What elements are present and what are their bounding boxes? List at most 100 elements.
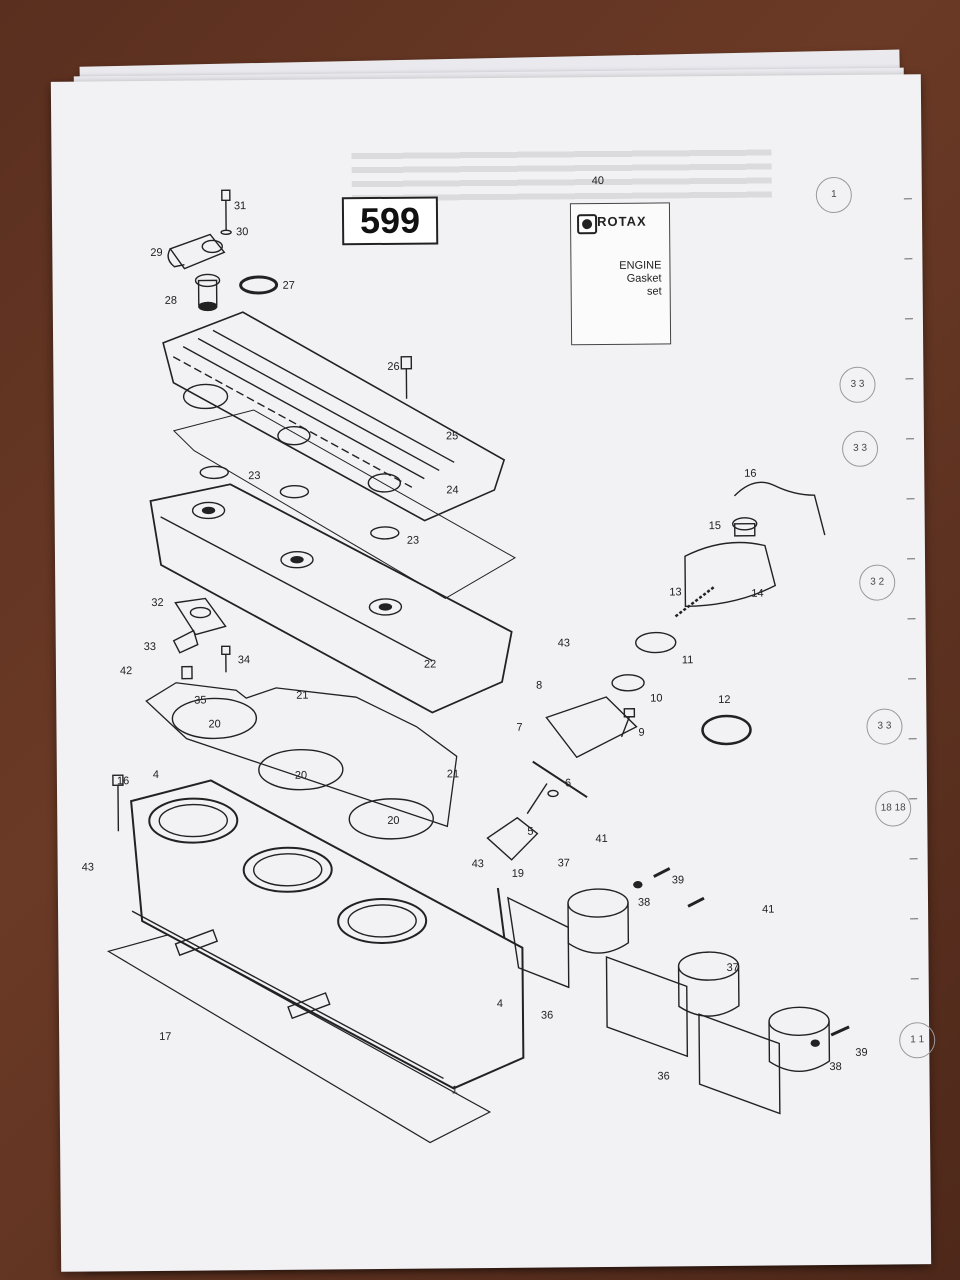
- callout-27: 27: [282, 279, 295, 292]
- o-ring-part-23: [199, 465, 229, 480]
- bolt-part-9: [620, 708, 636, 738]
- bolt-part-31: [220, 189, 232, 235]
- callout-6: 6: [564, 777, 572, 790]
- index-tick: [904, 258, 913, 260]
- callout-20: 20: [208, 718, 221, 731]
- callout-38: 38: [829, 1060, 842, 1074]
- callout-9: 9: [638, 726, 645, 739]
- callout-43: 43: [557, 637, 571, 650]
- o-ring-part-20: [348, 798, 434, 840]
- cylinder-head-part-22: [149, 483, 513, 714]
- thermostat-part-28: [194, 273, 221, 312]
- callout-20: 20: [387, 814, 400, 827]
- index-tab: 18 18: [875, 790, 912, 827]
- callout-7: 7: [516, 721, 523, 734]
- index-tab: 3 2: [859, 564, 896, 601]
- index-tab: 3 3: [841, 430, 879, 467]
- valve-slide-part-5: [486, 783, 548, 861]
- index-tick: [905, 438, 914, 440]
- callout-40: 40: [591, 174, 605, 188]
- callout-10: 10: [650, 692, 663, 705]
- o-ring-part-20: [258, 748, 344, 791]
- callout-22: 22: [423, 658, 437, 671]
- valve-cover-part-14: [684, 541, 777, 608]
- callout-43: 43: [81, 861, 94, 874]
- cover-gasket-part-24: [172, 409, 516, 599]
- intake-gasket-part-36: [698, 1013, 781, 1115]
- callout-36: 36: [540, 1009, 554, 1022]
- callout-33: 33: [143, 640, 157, 654]
- callout-12: 12: [718, 693, 731, 707]
- callout-39: 39: [855, 1046, 868, 1059]
- rubber-mount-part-37: [768, 1006, 830, 1037]
- washer-part-6: [547, 789, 559, 798]
- callout-21: 21: [296, 689, 309, 702]
- callout-13: 13: [669, 586, 682, 599]
- parts-catalog-page: 599 ROTAX ENGINE Gasket set: [50, 74, 936, 1272]
- o-ring-part-23: [370, 526, 400, 540]
- index-tick: [905, 378, 914, 380]
- callout-25: 25: [445, 430, 459, 443]
- callout-30: 30: [236, 226, 249, 239]
- callout-24: 24: [446, 484, 459, 497]
- callout-16: 16: [744, 467, 757, 480]
- index-tick: [904, 318, 913, 320]
- rubber-mount-part-37: [677, 965, 740, 1017]
- index-tick: [909, 858, 918, 860]
- bolt-part-39: [653, 867, 850, 1037]
- callout-29: 29: [150, 246, 163, 259]
- bolt-part-26: [400, 355, 413, 399]
- callout-16: 16: [116, 775, 130, 788]
- rubber-mount-part-37: [567, 902, 630, 954]
- index-tick: [910, 918, 919, 920]
- callout-32: 32: [151, 596, 164, 609]
- intake-gasket-part-36: [605, 955, 689, 1058]
- o-ring-part-12: [701, 714, 752, 746]
- callout-35: 35: [194, 694, 207, 707]
- index-tab-strip: 1 3 3 3 3 3 2 3 3 18 18 1 1: [815, 138, 936, 1138]
- index-tick: [906, 498, 915, 500]
- callout-17: 17: [159, 1030, 172, 1043]
- bolt-part-34: [221, 645, 231, 673]
- callout-4: 4: [496, 997, 504, 1010]
- callout-39: 39: [671, 874, 685, 887]
- spring-clip-part-16: [733, 481, 826, 536]
- callout-1: 1: [451, 1084, 458, 1097]
- callout-42: 42: [119, 665, 133, 678]
- callout-5: 5: [527, 825, 534, 838]
- callout-26: 26: [387, 360, 400, 373]
- o-ring-part-20: [171, 697, 258, 740]
- piston-part-10: [611, 674, 645, 692]
- index-tick: [907, 618, 916, 620]
- callout-37: 37: [557, 857, 570, 870]
- callout-20: 20: [294, 769, 308, 782]
- callout-37: 37: [726, 961, 739, 974]
- intake-gasket-part-36: [507, 896, 570, 989]
- index-tick: [903, 198, 912, 200]
- callout-41: 41: [595, 832, 608, 846]
- exploded-engine-diagram: [106, 189, 850, 1144]
- callout-14: 14: [751, 587, 764, 600]
- o-ring-part-23: [279, 485, 310, 499]
- callout-19: 19: [511, 867, 525, 880]
- stud-part-19: [496, 887, 506, 939]
- callout-8: 8: [536, 679, 543, 692]
- index-tab: 3 3: [866, 708, 903, 745]
- index-tab: 1 1: [899, 1022, 936, 1059]
- plate-part-17: [287, 992, 331, 1020]
- rubber-mount-part-37: [768, 1021, 831, 1072]
- index-tick: [908, 738, 917, 740]
- callout-36: 36: [657, 1070, 670, 1083]
- callout-11: 11: [681, 654, 694, 667]
- callout-28: 28: [164, 294, 178, 307]
- callout-43: 43: [471, 858, 484, 871]
- callout-23: 23: [406, 534, 420, 547]
- plug-part-35: [181, 665, 193, 680]
- bellows-part-11: [635, 631, 677, 654]
- head-gasket-part-21: [145, 682, 458, 828]
- plate-part-17: [174, 929, 219, 957]
- index-tab: 1: [815, 176, 852, 214]
- spring-part-13: [674, 585, 717, 618]
- callout-4: 4: [152, 768, 160, 781]
- washer-part-38: [633, 881, 820, 1047]
